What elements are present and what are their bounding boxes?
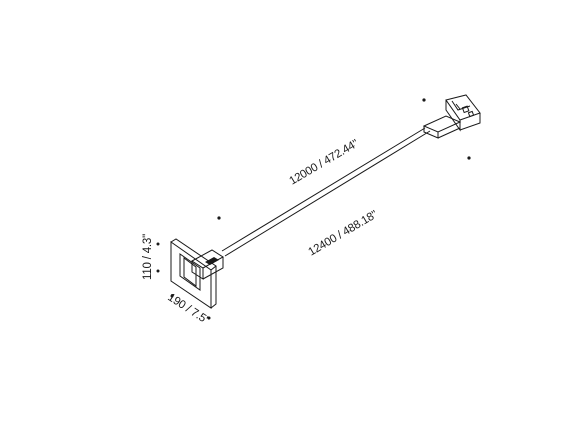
wall-plate [170, 238, 224, 309]
connector-block [422, 94, 481, 139]
plate-width-label: 190 / 7.5" [165, 291, 211, 327]
overall-length-label: 12400 / 488.18" [306, 209, 379, 259]
reference-dots [156, 98, 471, 320]
plate-height-label: 110 / 4.3" [142, 234, 154, 280]
cable [221, 127, 431, 257]
